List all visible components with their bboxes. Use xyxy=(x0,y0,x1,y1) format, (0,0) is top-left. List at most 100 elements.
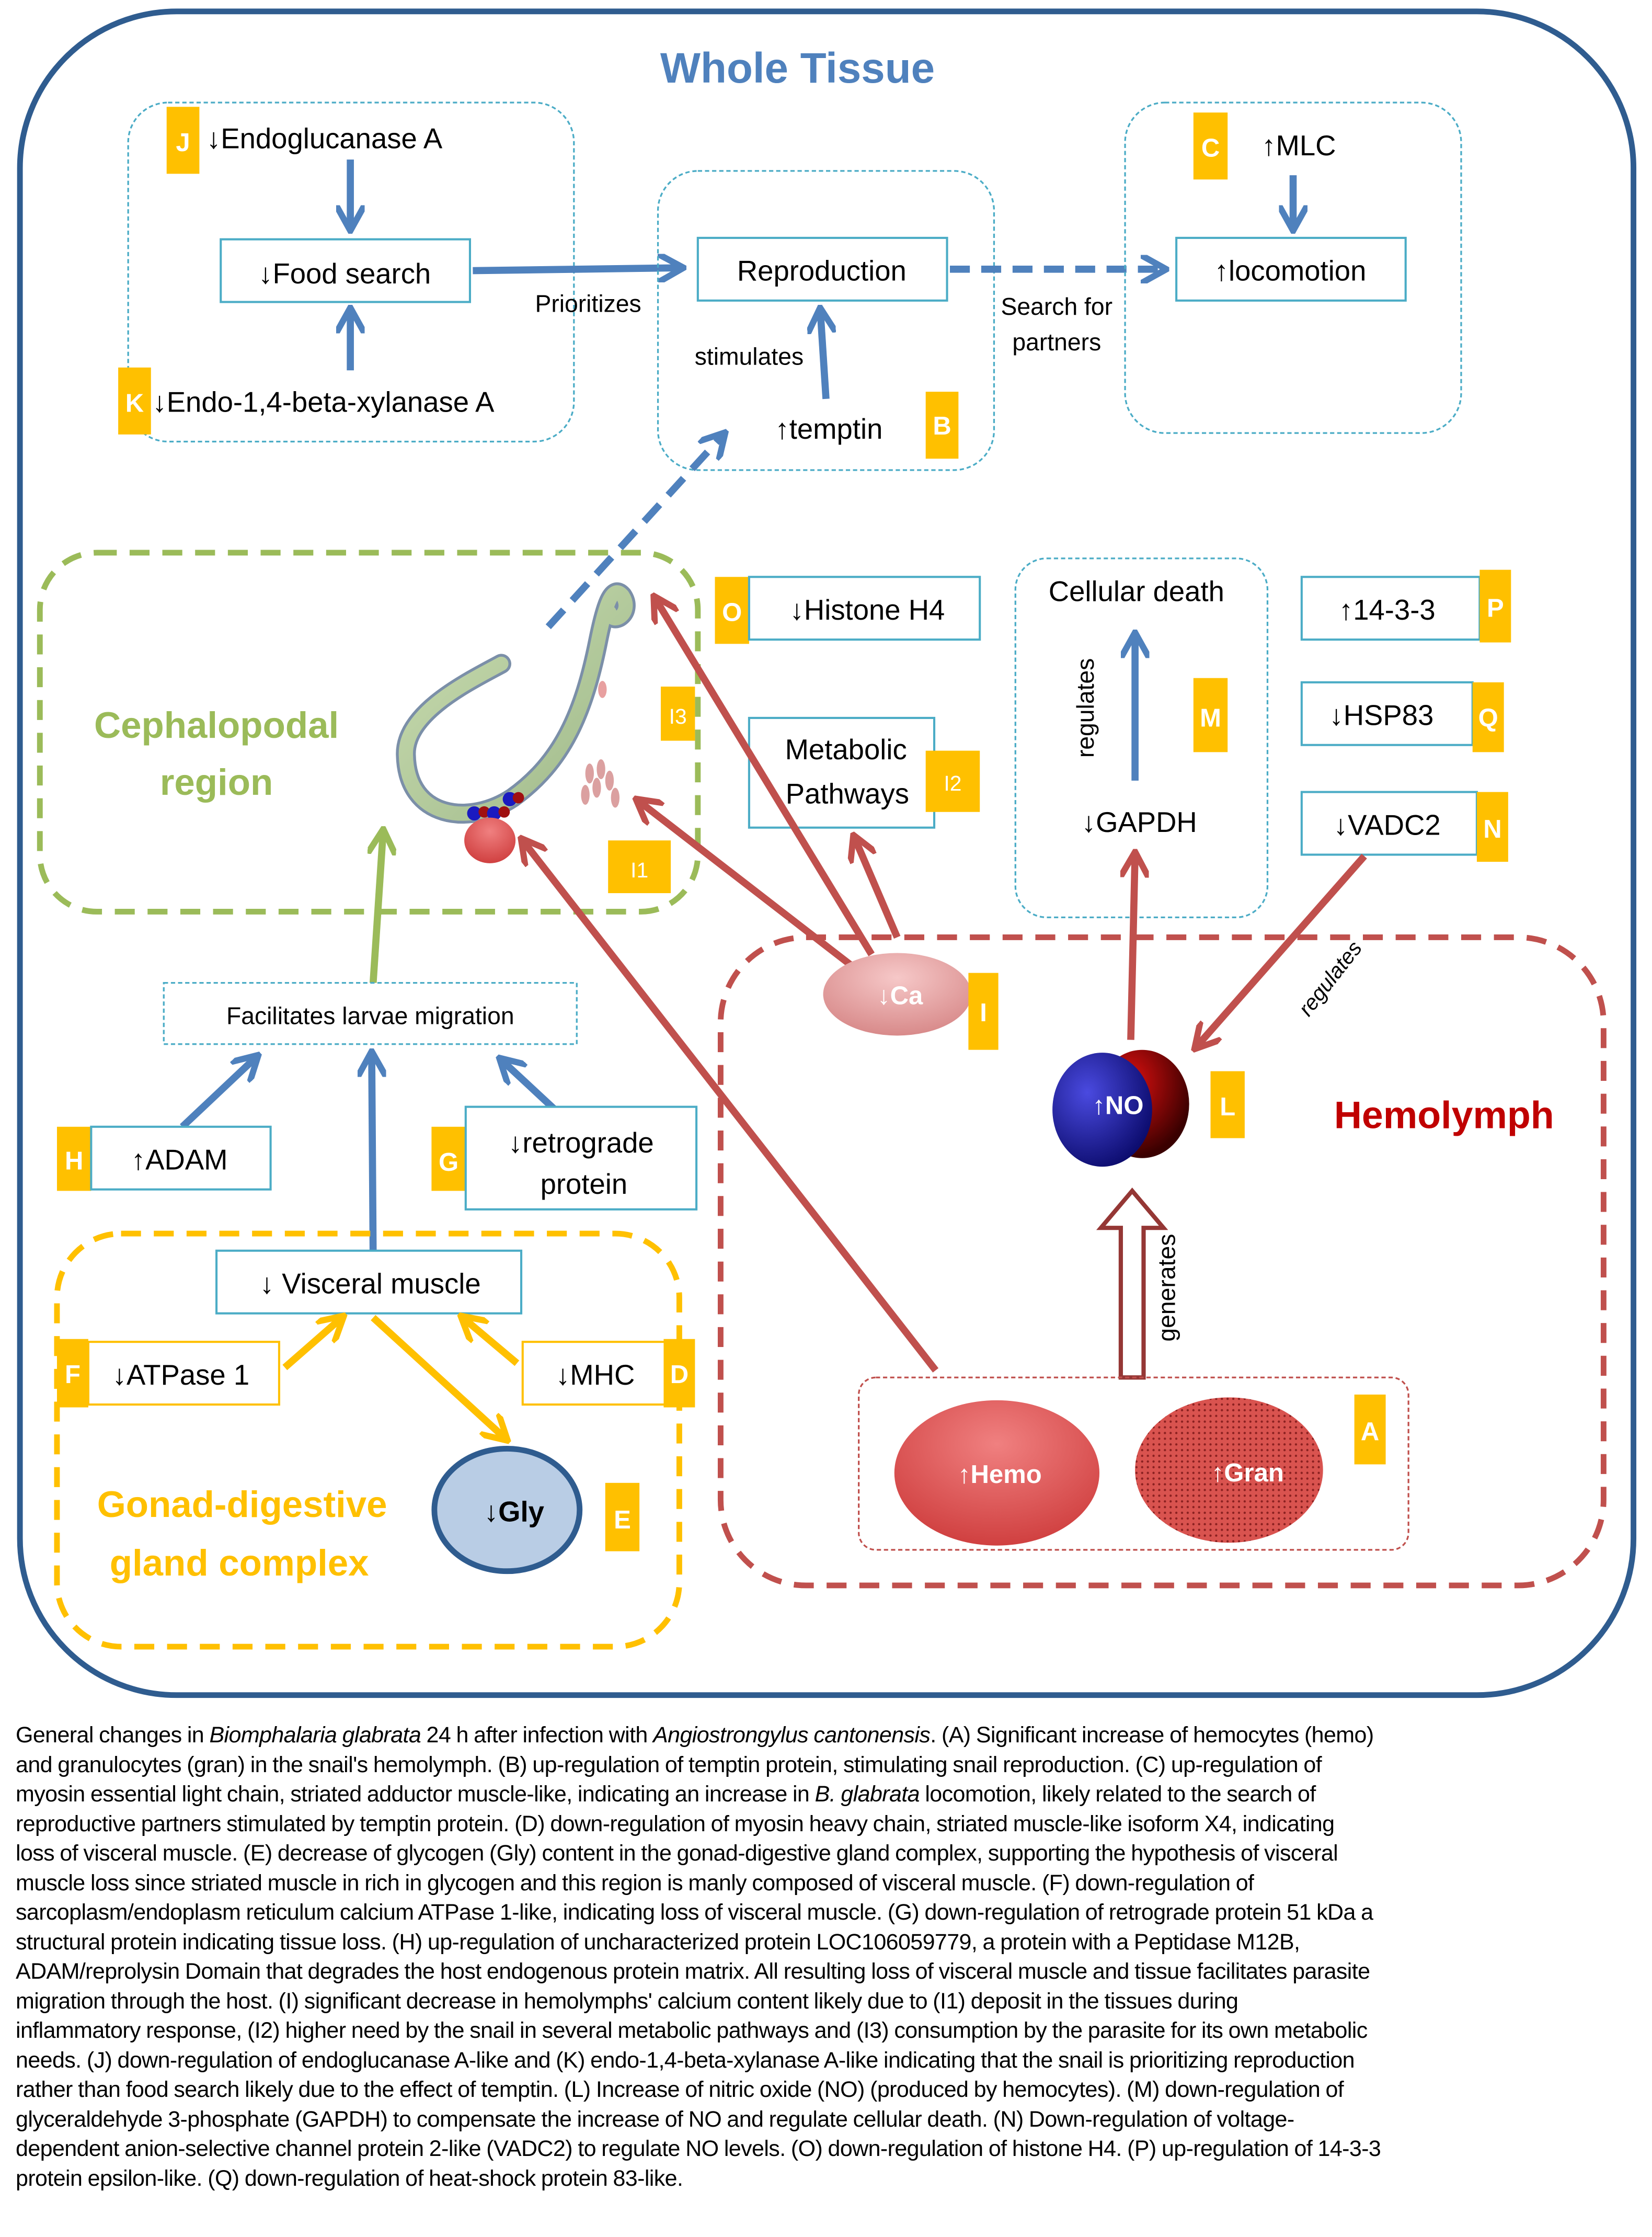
locomotion-group: C ↑MLC ↑locomotion xyxy=(1124,101,1462,434)
badge-c xyxy=(1193,112,1228,180)
adam-label: ↑ADAM xyxy=(131,1144,228,1176)
locomotion-group-frame xyxy=(1124,101,1462,434)
caption-line: dependent anion-selective channel protei… xyxy=(16,2136,1381,2161)
search-partners-label-1: Search for xyxy=(1001,293,1113,320)
caption-line: glyceraldehyde 3-phosphate (GAPDH) to co… xyxy=(16,2106,1294,2132)
badge-o-label: O xyxy=(722,599,742,627)
badge-i1-label: I1 xyxy=(630,858,648,882)
mhc-box xyxy=(521,1341,667,1406)
badge-e xyxy=(605,1482,640,1551)
caption-line: muscle loss since striated muscle in ric… xyxy=(16,1870,1254,1896)
endoglucanase-label: ↓Endoglucanase A xyxy=(206,122,443,154)
histone-box xyxy=(748,576,981,641)
badge-b-label: B xyxy=(933,412,951,440)
badge-f xyxy=(56,1339,88,1408)
badge-d xyxy=(663,1339,695,1408)
badge-i-label: I xyxy=(980,999,987,1027)
glycogen-ellipse xyxy=(431,1446,583,1574)
no-nitrogen-icon xyxy=(1052,1053,1152,1167)
histone-label: ↓Histone H4 xyxy=(790,594,945,626)
badge-f-label: F xyxy=(65,1361,81,1389)
badge-h xyxy=(56,1126,91,1191)
arrow-adam-to-migration xyxy=(180,1057,257,1129)
figure-caption: General changes in Biomphalaria glabrata… xyxy=(16,1720,1642,2193)
cellular-death-label: Cellular death xyxy=(1049,576,1224,608)
badge-c-label: C xyxy=(1201,134,1220,163)
badge-q xyxy=(1472,682,1504,752)
caption-species-name: B. glabrata xyxy=(814,1782,920,1807)
caption-line: and granulocytes (gran) in the snail's h… xyxy=(16,1752,1322,1777)
arrow-worm-to-temptin xyxy=(545,435,724,630)
calcium-cluster-icon xyxy=(581,759,620,808)
arrow-temptin-to-reproduction xyxy=(820,311,826,400)
temptin-label: ↑temptin xyxy=(775,413,883,445)
retrograde-box xyxy=(464,1105,698,1211)
granulocyte-icon xyxy=(1135,1397,1323,1543)
arrow-ca-to-metabolic xyxy=(854,838,901,939)
arrow-vadc2-to-no xyxy=(1196,853,1367,1047)
badge-i2 xyxy=(925,750,980,812)
gonad-label-2: gland complex xyxy=(110,1543,369,1584)
arrow-atpase-to-visceral xyxy=(282,1318,342,1371)
facilitates-label: Facilitates larvae migration xyxy=(226,1002,514,1030)
cephalopodal-region: Cephalopodal region I3 I1 xyxy=(37,550,701,915)
badge-i2-label: I2 xyxy=(944,771,961,795)
mhc-label: ↓MHC xyxy=(556,1359,635,1391)
atpase-box xyxy=(87,1341,280,1406)
food-search-box xyxy=(220,238,472,303)
parasite-larva-body xyxy=(398,585,633,821)
calcium-ellipse xyxy=(823,953,971,1036)
badge-i3 xyxy=(661,687,695,741)
badge-p xyxy=(1479,569,1511,643)
arrow-mhc-to-visceral xyxy=(463,1318,520,1366)
retrograde-label-2: protein xyxy=(541,1168,628,1200)
xylanase-label: ↓Endo-1,4-beta-xylanase A xyxy=(152,386,495,418)
badge-e-label: E xyxy=(614,1506,631,1534)
whole-tissue-frame xyxy=(17,8,1637,1698)
vadc2-label: ↓VADC2 xyxy=(1334,809,1441,841)
regulates-n-label: regulates xyxy=(1293,937,1367,1021)
gonad-label-1: Gonad-digestive xyxy=(97,1484,387,1525)
badge-j xyxy=(166,107,200,174)
caption-line: ADAM/reprolysin Domain that degrades the… xyxy=(16,1959,1370,1984)
search-partners-label-2: partners xyxy=(1012,328,1101,356)
badge-i3-label: I3 xyxy=(669,704,687,728)
gonad-frame xyxy=(54,1230,682,1650)
glycogen-label: ↓Gly xyxy=(484,1496,544,1527)
caption-line: protein epsilon-like. (Q) down-regulatio… xyxy=(16,2165,683,2191)
arrow-migration-to-cephalopodal xyxy=(373,832,383,984)
cephalopodal-label-2: region xyxy=(160,762,273,803)
arrow-no-to-gapdh xyxy=(1131,854,1135,1040)
arrow-hemo-to-parasite xyxy=(523,840,939,1373)
locomotion-box xyxy=(1175,236,1407,302)
badge-b xyxy=(925,392,959,459)
badge-l-label: L xyxy=(1220,1093,1235,1121)
badge-g-label: G xyxy=(439,1148,458,1177)
food-search-group: J ↓Endoglucanase A ↓Food search K ↓Endo-… xyxy=(118,101,575,443)
hsp83-label: ↓HSP83 xyxy=(1329,700,1433,732)
calcium-deposit-icon xyxy=(598,681,607,698)
no-molecules-icon xyxy=(467,792,524,821)
arrow-cells-generate-no xyxy=(1096,1188,1168,1380)
metabolic-label-2: Pathways xyxy=(786,778,909,809)
arrow-ca-to-i3 xyxy=(655,598,875,956)
calcium-label: ↓Ca xyxy=(877,982,923,1010)
mlc-label: ↑MLC xyxy=(1261,130,1336,162)
caption-line: structural protein indicating tissue los… xyxy=(16,1929,1300,1955)
hemocyte-attached-icon xyxy=(464,817,516,863)
cephalopodal-label-1: Cephalopodal xyxy=(94,705,339,746)
badge-d-label: D xyxy=(670,1361,689,1389)
reproduction-group-frame xyxy=(657,170,995,471)
hsp83-box xyxy=(1300,681,1474,746)
facilitates-box xyxy=(163,982,578,1045)
badge-h-label: H xyxy=(65,1147,83,1175)
hemolymph-frame xyxy=(717,934,1607,1589)
adam-box xyxy=(90,1125,272,1191)
caption-line: myosin essential light chain, striated a… xyxy=(16,1782,1316,1807)
metabolic-label-1: Metabolic xyxy=(785,734,907,766)
badge-q-label: Q xyxy=(1478,704,1498,732)
granulocyte-label: ↑Gran xyxy=(1211,1459,1284,1487)
caption-line: migration through the host. (I) signific… xyxy=(16,1988,1238,2014)
visceral-box xyxy=(215,1249,523,1315)
cephalopodal-frame xyxy=(37,550,701,915)
